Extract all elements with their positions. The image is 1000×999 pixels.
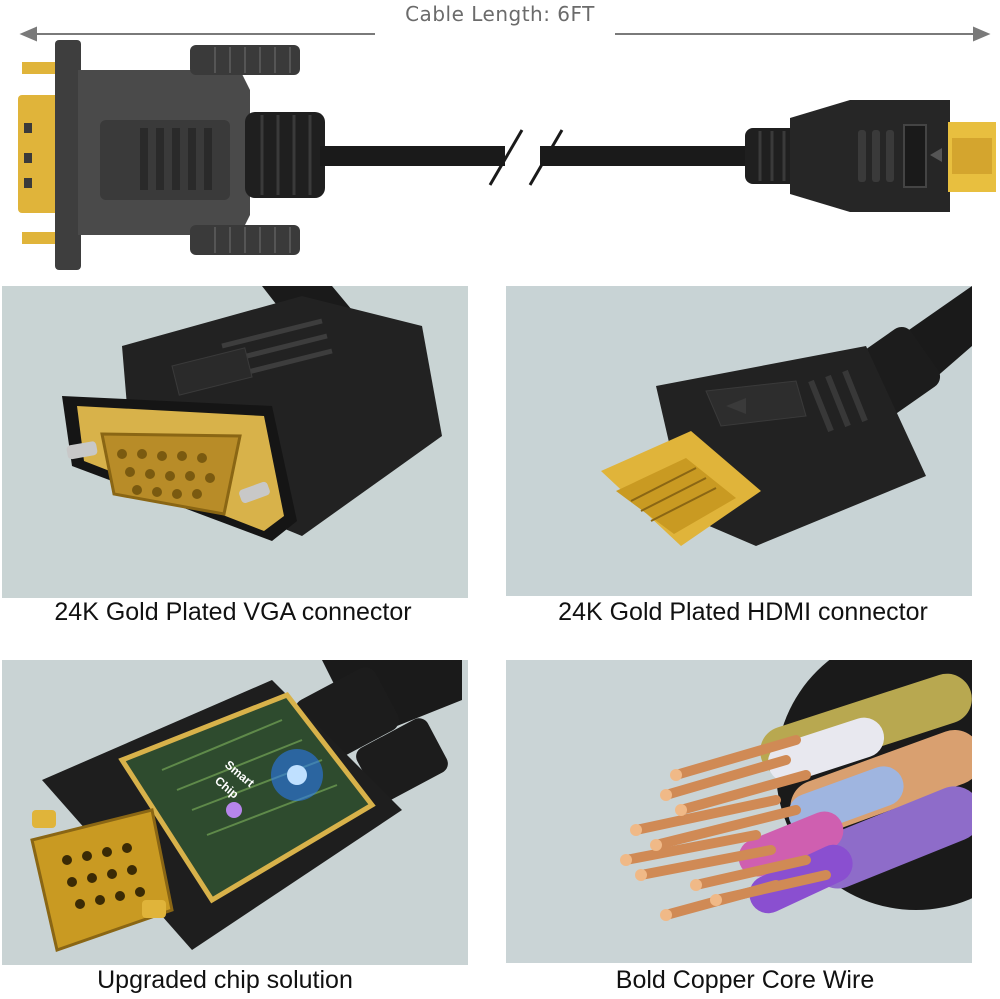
chip-closeup-panel: Smart Chip (2, 660, 468, 965)
vga-closeup-panel (2, 286, 468, 598)
vga-body (62, 296, 442, 541)
hdmi-closeup-panel (506, 286, 972, 596)
panel-caption-chip: Upgraded chip solution (97, 966, 353, 994)
hdmi-closeup-illustration (601, 286, 972, 546)
cable-overview-illustration (18, 26, 996, 270)
panel-caption-vga: 24K Gold Plated VGA connector (54, 598, 412, 626)
length-arrow (19, 26, 991, 42)
cable-length-label: Cable Length: 6FT (405, 2, 595, 26)
vga-connector-icon (18, 40, 325, 270)
panel-caption-copper: Bold Copper Core Wire (615, 966, 875, 994)
panel-caption-hdmi: 24K Gold Plated HDMI connector (558, 598, 928, 626)
hdmi-connector-icon (745, 100, 996, 212)
vga-closeup-illustration (62, 286, 442, 541)
chip-closeup-illustration: Smart Chip (30, 660, 462, 952)
copper-closeup-panel (506, 660, 972, 963)
copper-closeup-illustration (620, 660, 972, 921)
cable-overview: Cable Length: 6FT (0, 0, 1000, 280)
cable-line (320, 129, 755, 186)
